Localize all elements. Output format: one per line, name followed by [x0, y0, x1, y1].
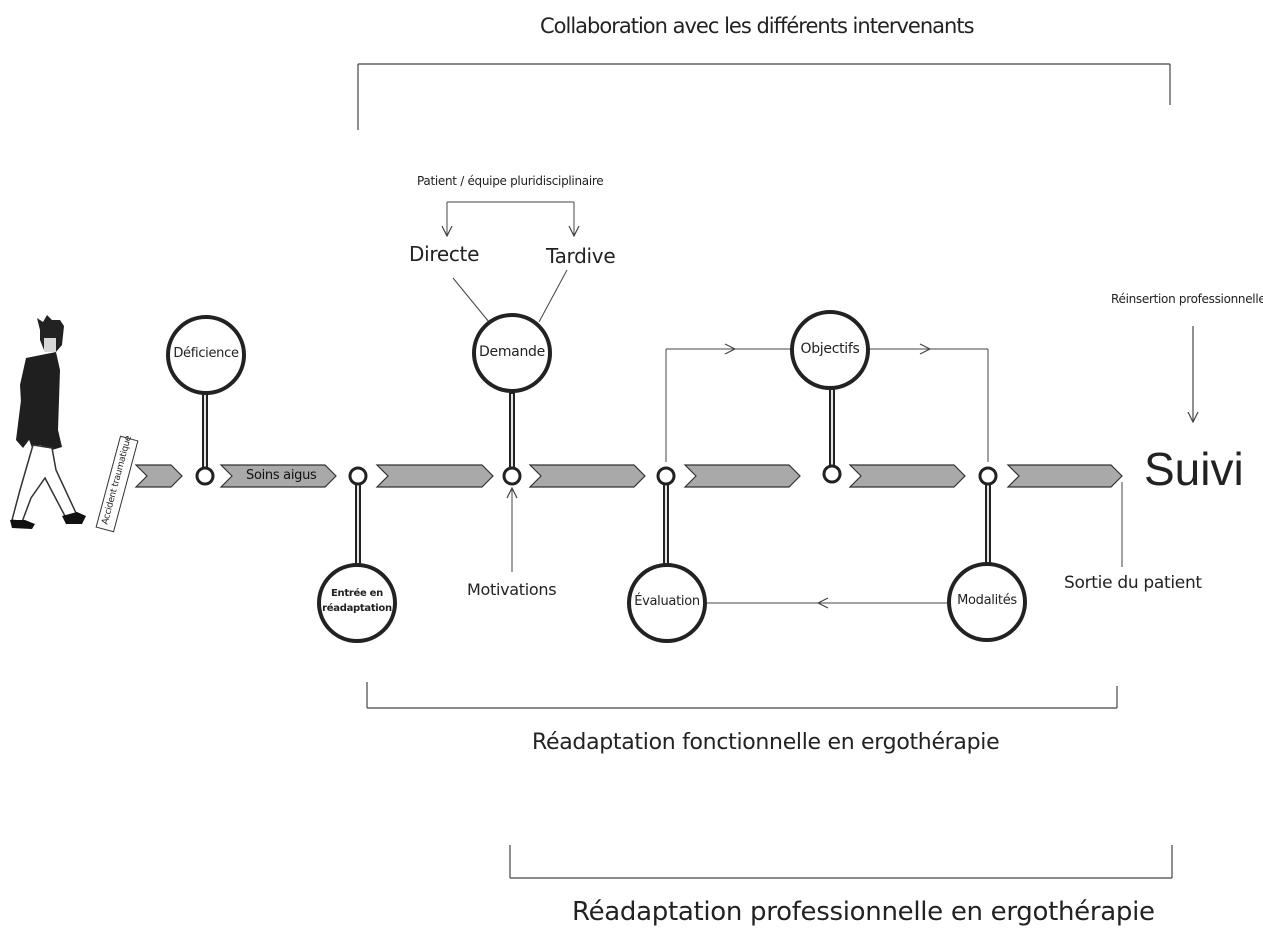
collaboration-title: Collaboration avec les différents interv…: [540, 14, 975, 38]
suivi-label: Suivi: [1144, 443, 1244, 495]
process-arrows: [134, 464, 1123, 488]
node-stems-inner: [204, 390, 989, 563]
node-entree-readaptation: [317, 563, 397, 643]
process-arrow-3: [528, 464, 646, 488]
node-joints: [195, 464, 998, 486]
node-label-deficience: Déficience: [173, 346, 239, 361]
acute-care-label: Soins aigus: [246, 468, 317, 483]
node-label-entree-line2: réadaptation: [322, 603, 392, 614]
process-arrow-2: [375, 464, 494, 488]
node-label-modalites: Modalités: [957, 593, 1017, 608]
node-label-entree-line1: Entrée en: [331, 588, 383, 599]
patient-team-label: Patient / équipe pluridisciplinaire: [417, 174, 604, 188]
demand-type-direct: Directe: [409, 242, 480, 266]
joint-modalites: [978, 466, 998, 486]
reinsertion-label: Réinsertion professionnelle: [1111, 292, 1263, 306]
node-circles: [166, 310, 1027, 643]
walking-person-illustration: [10, 315, 86, 529]
professional-rehab-bracket: [509, 845, 1173, 879]
motivations-label: Motivations: [467, 580, 557, 599]
accident-label-box: [95, 435, 139, 533]
joint-evaluation: [656, 466, 676, 486]
functional-rehab-bracket: [366, 682, 1118, 709]
joint-objectifs: [822, 464, 842, 484]
node-objectifs: [790, 310, 870, 390]
professional-rehab-label: Réadaptation professionnelle en ergothér…: [572, 897, 1155, 927]
node-modalites: [947, 562, 1027, 642]
joint-deficience: [195, 466, 215, 486]
node-demande: [472, 313, 552, 393]
process-arrow-4: [683, 464, 801, 488]
objectifs-loop: [665, 349, 989, 462]
joint-entree: [348, 466, 368, 486]
process-arrow-soins-aigus: [219, 464, 337, 488]
node-label-evaluation: Évaluation: [634, 594, 700, 609]
node-deficience: [166, 315, 246, 395]
process-arrow-6: [1006, 464, 1123, 488]
functional-rehab-label: Réadaptation fonctionnelle en ergothérap…: [532, 730, 1000, 755]
patient-team-connector: [447, 201, 574, 236]
joint-demande: [502, 466, 522, 486]
demand-type-lines: [452, 269, 568, 323]
node-label-demande: Demande: [479, 344, 545, 360]
collaboration-bracket: [357, 63, 1171, 130]
demand-type-late: Tardive: [546, 244, 616, 268]
process-arrow-5: [848, 464, 966, 488]
process-arrow-1: [134, 464, 183, 488]
node-label-objectifs: Objectifs: [800, 341, 860, 357]
exit-label: Sortie du patient: [1064, 573, 1202, 593]
node-evaluation: [627, 563, 707, 643]
